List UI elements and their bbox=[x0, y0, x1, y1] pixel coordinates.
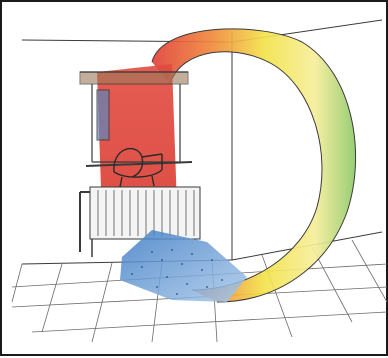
cool-zone-dots bbox=[131, 249, 223, 295]
warm-zone bbox=[97, 64, 177, 217]
heat-ring-icon bbox=[151, 28, 357, 303]
chair-icon bbox=[113, 147, 163, 188]
radiator-icon bbox=[79, 186, 201, 257]
cool-zone bbox=[120, 230, 247, 302]
window-icon bbox=[79, 71, 193, 167]
